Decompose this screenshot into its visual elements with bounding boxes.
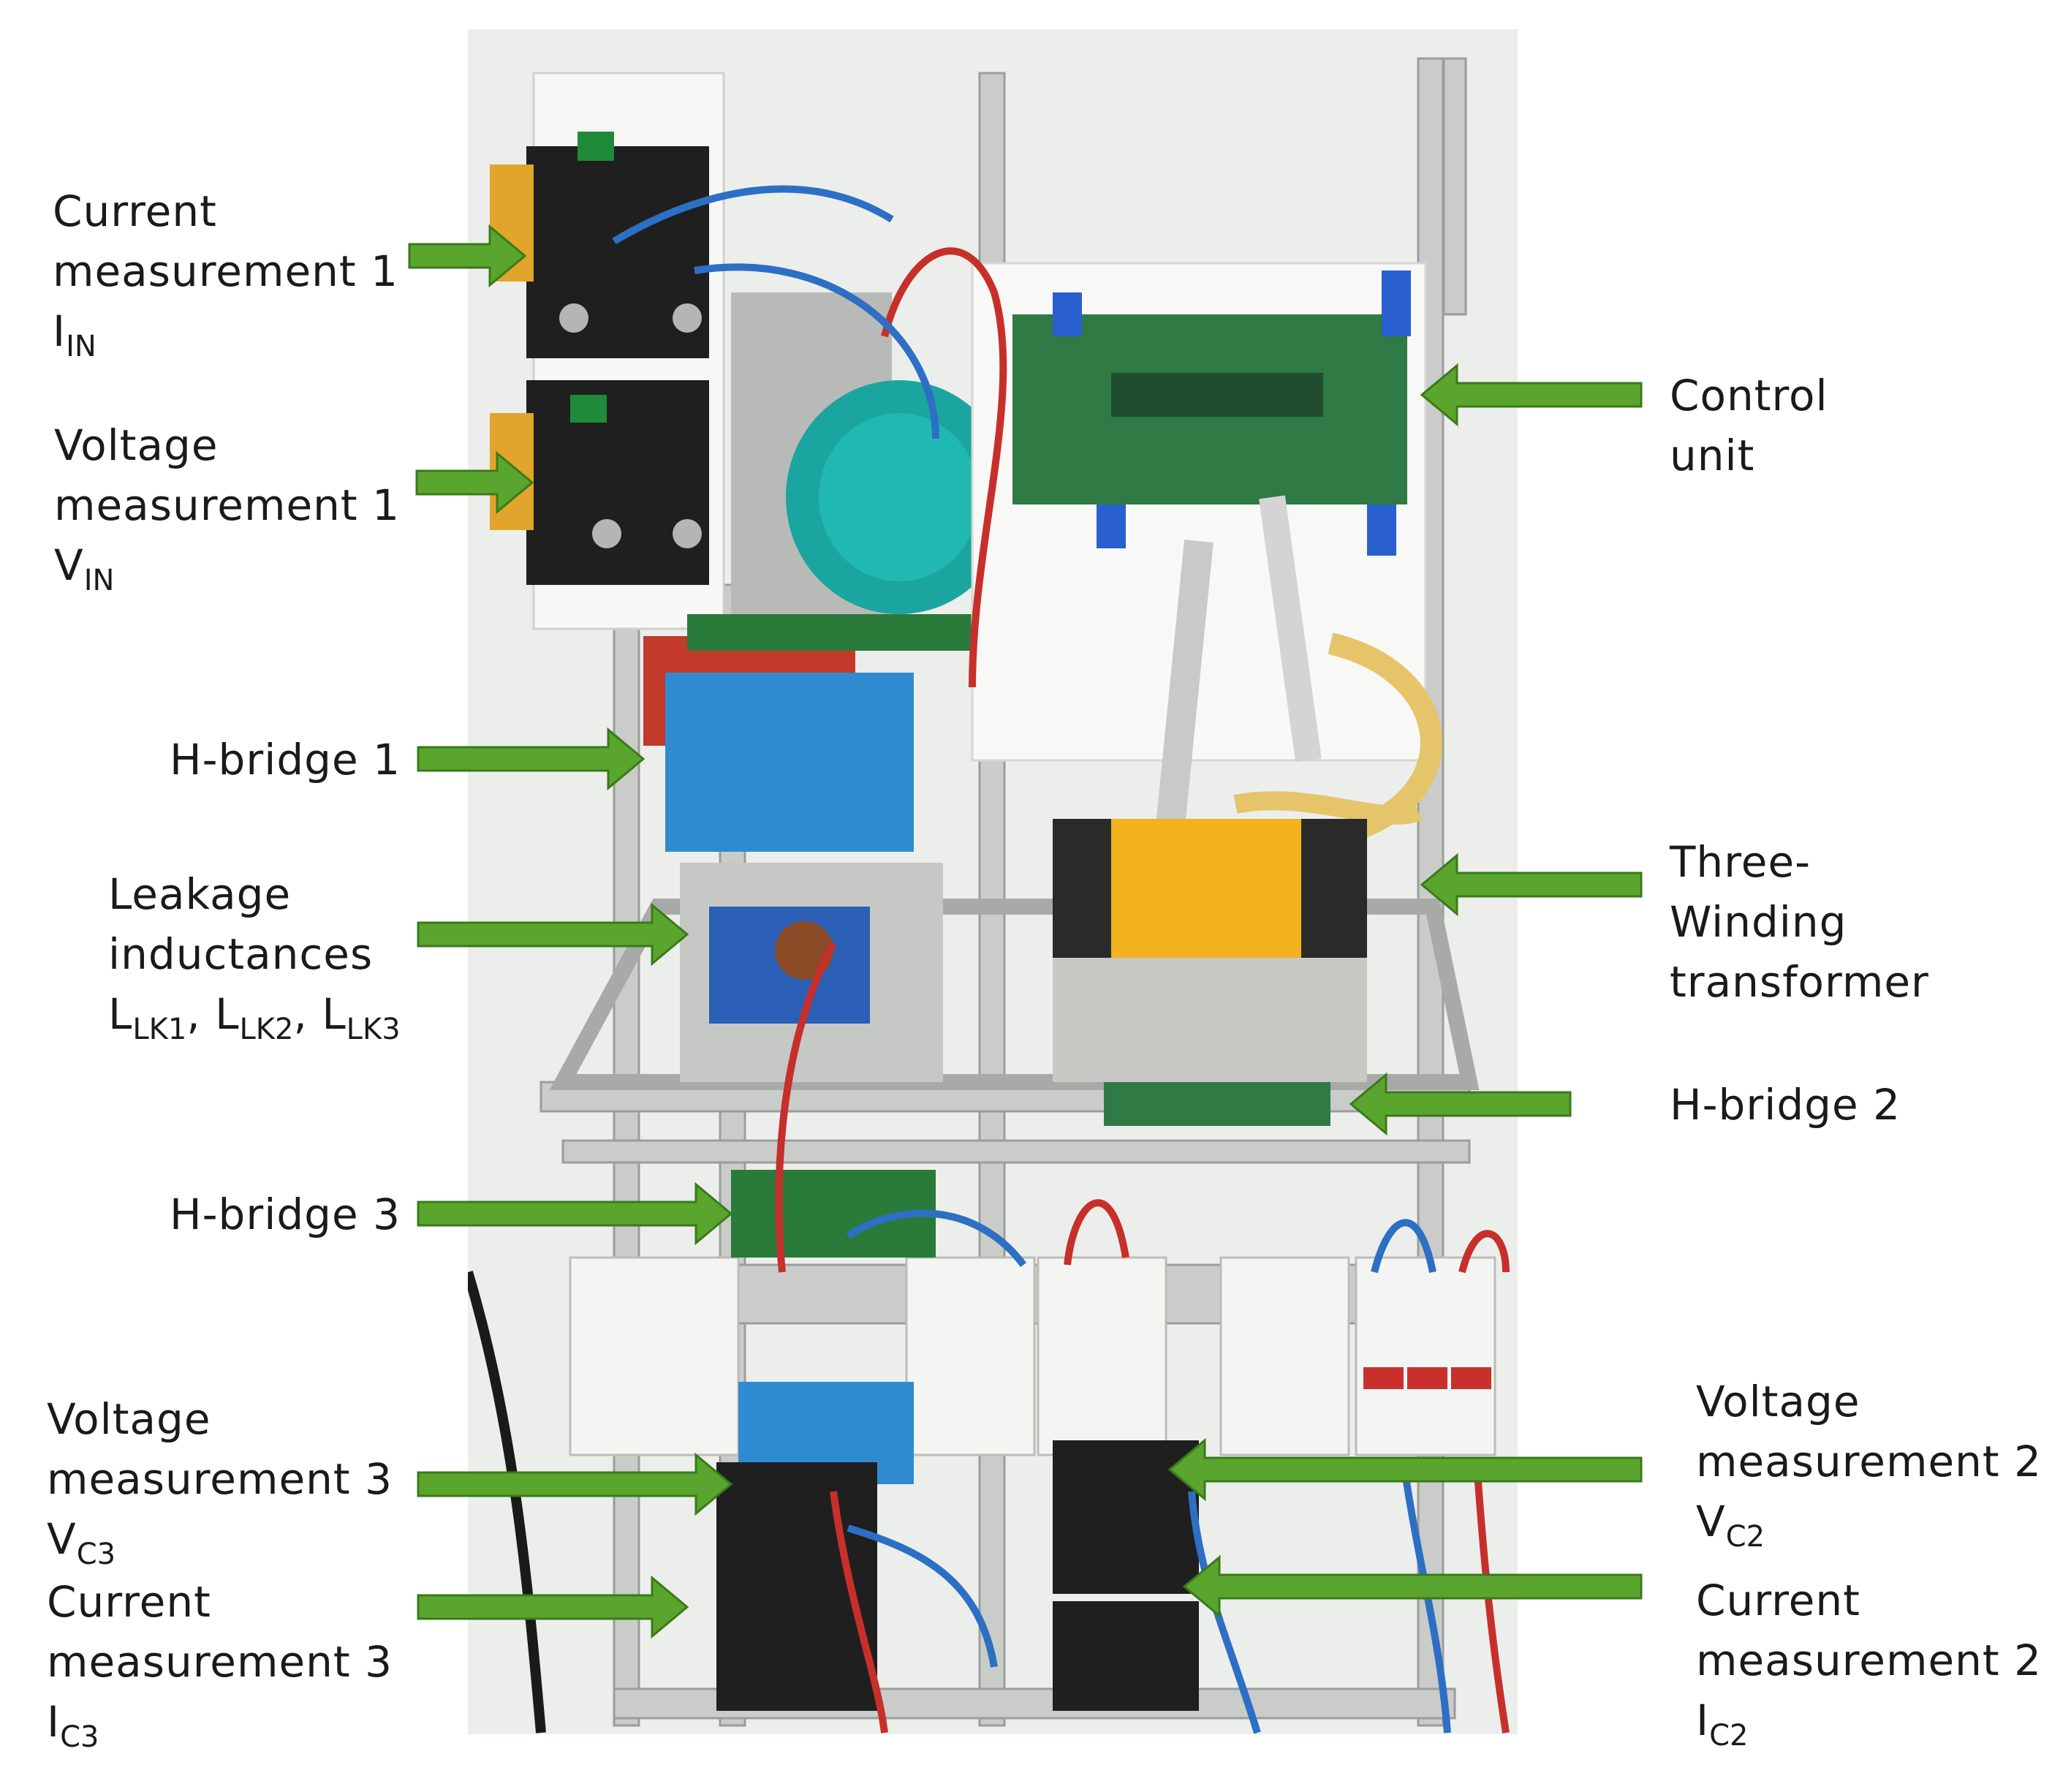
label-symbol-line: IC2 <box>1696 1690 2042 1766</box>
breaker-red-tabs <box>1363 1367 1491 1389</box>
subscript: C3 <box>76 1538 116 1571</box>
label-line: Current <box>53 186 217 236</box>
arrow-h-bridge-3 <box>417 1182 733 1246</box>
transformer-core-base <box>1053 958 1367 1082</box>
label-line: Voltage <box>54 420 219 470</box>
subscript: C3 <box>60 1720 99 1754</box>
arrow-control-unit <box>1420 364 1643 426</box>
symbol: I <box>47 1697 61 1747</box>
subscript: C2 <box>1725 1520 1765 1554</box>
label-line: H-bridge 1 <box>170 735 401 785</box>
arrow-h-bridge-1 <box>417 727 645 791</box>
arrow-h-bridge-2 <box>1349 1073 1572 1135</box>
label-h-bridge-2: H-bridge 2 <box>1670 1075 1901 1135</box>
h-bridge-1-box <box>665 673 914 852</box>
symbol: V <box>47 1514 77 1564</box>
subscript: C2 <box>1709 1719 1749 1753</box>
label-voltage-measurement-1: Voltage measurement 1 VIN <box>54 415 400 610</box>
label-line: H-bridge 2 <box>1670 1080 1901 1130</box>
separator: , <box>186 989 216 1039</box>
symbol: L <box>322 989 347 1039</box>
circuit-breakers <box>569 1256 1496 1456</box>
arrow-voltage-measurement-2 <box>1167 1437 1643 1502</box>
prototype-illustration <box>468 29 1518 1734</box>
label-line: Control <box>1670 371 1828 420</box>
label-line: Voltage <box>47 1394 211 1444</box>
prototype-photo <box>468 29 1518 1734</box>
label-h-bridge-1: H-bridge 1 <box>170 730 401 790</box>
symbol: I <box>1696 1695 1710 1745</box>
subscript: LK1 <box>132 1013 187 1046</box>
label-line: H-bridge 3 <box>170 1190 401 1239</box>
separator: , <box>293 989 322 1039</box>
label-h-bridge-3: H-bridge 3 <box>170 1184 401 1244</box>
label-symbol-line: LLK1, LLK2, LLK3 <box>108 984 401 1059</box>
symbol: V <box>1696 1497 1726 1546</box>
arrow-voltage-measurement-3 <box>417 1452 733 1516</box>
symbol: I <box>53 306 67 356</box>
arrow-voltage-measurement-1 <box>415 452 534 513</box>
label-line: transformer <box>1670 957 1929 1007</box>
label-line: measurement 2 <box>1696 1437 2042 1486</box>
label-line: measurement 1 <box>53 246 398 296</box>
label-current-measurement-3: Current measurement 3 IC3 <box>47 1572 393 1767</box>
label-voltage-measurement-2: Voltage measurement 2 VC2 <box>1696 1372 2042 1567</box>
subscript: LK2 <box>239 1013 294 1046</box>
label-current-measurement-1: Current measurement 1 IIN <box>53 181 398 377</box>
label-symbol-line: VC2 <box>1696 1492 2042 1567</box>
measurement-board-current-2 <box>1053 1601 1199 1711</box>
label-symbol-line: IC3 <box>47 1692 393 1767</box>
label-line: Three- <box>1670 837 1811 887</box>
label-line: measurement 2 <box>1696 1636 2042 1685</box>
label-line: Winding <box>1670 897 1847 947</box>
arrow-current-measurement-3 <box>417 1575 689 1639</box>
symbol: L <box>108 989 133 1039</box>
arrow-transformer <box>1420 854 1643 915</box>
arrow-leakage-inductances <box>417 902 689 967</box>
label-line: measurement 3 <box>47 1454 393 1504</box>
label-leakage-inductances: Leakage inductances LLK1, LLK2, LLK3 <box>108 864 401 1059</box>
subscript: LK3 <box>346 1013 401 1046</box>
label-line: Current <box>47 1577 211 1627</box>
arrow-current-measurement-1 <box>408 225 526 287</box>
label-symbol-line: VC3 <box>47 1509 393 1584</box>
label-line: Leakage <box>108 869 292 919</box>
measurement-board-current-1 <box>490 132 709 358</box>
label-line: Voltage <box>1696 1377 1860 1426</box>
label-line: Current <box>1696 1576 1860 1625</box>
subscript: IN <box>66 330 96 363</box>
label-current-measurement-2: Current measurement 2 IC2 <box>1696 1570 2042 1766</box>
label-control-unit: Control unit <box>1670 366 1828 485</box>
label-three-winding-transformer: Three- Winding transformer <box>1670 832 1929 1012</box>
h-bridge-2-board <box>1104 1082 1330 1126</box>
label-line: measurement 3 <box>47 1637 393 1687</box>
label-symbol-line: VIN <box>54 535 400 610</box>
symbol: L <box>215 989 240 1039</box>
label-line: inductances <box>108 929 374 979</box>
label-line: unit <box>1670 431 1755 480</box>
label-symbol-line: IIN <box>53 301 398 377</box>
subscript: IN <box>83 564 115 597</box>
measurement-board-voltage-1 <box>490 380 709 585</box>
symbol: V <box>54 540 84 590</box>
arrow-current-measurement-2 <box>1182 1554 1643 1619</box>
label-voltage-measurement-3: Voltage measurement 3 VC3 <box>47 1389 393 1584</box>
label-line: measurement 1 <box>54 480 400 530</box>
measurement-board-current-3 <box>716 1608 877 1711</box>
